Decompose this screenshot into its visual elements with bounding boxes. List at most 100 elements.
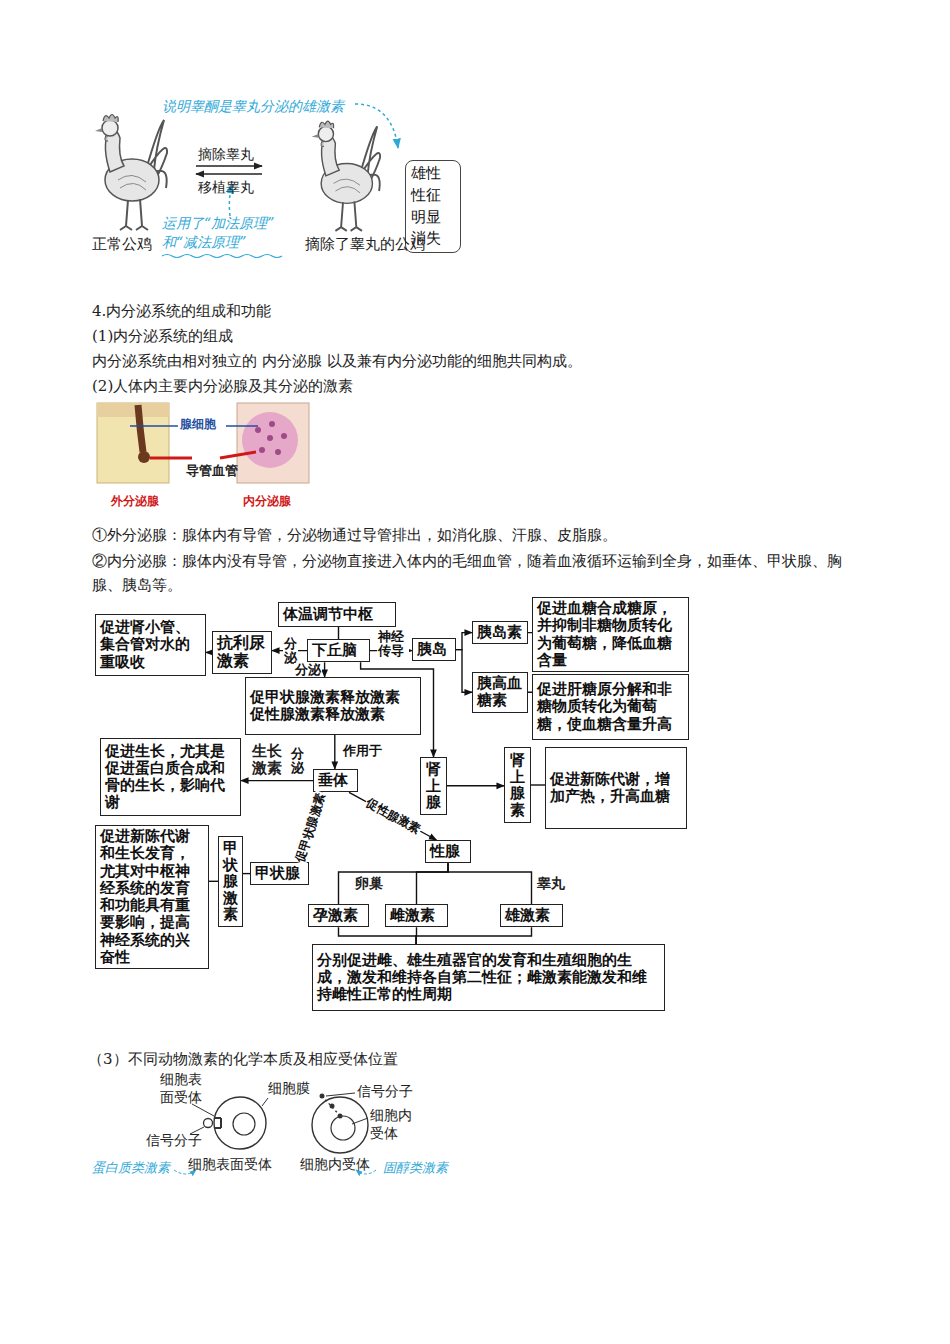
node-text: 胰岛素 <box>477 624 523 641</box>
node-text: 促进生长，尤其是促进蛋白质合成和骨的生长，影响代谢 <box>105 743 236 812</box>
part-label: 信号分子 <box>146 1132 202 1149</box>
subheading: (1)内分泌系统的组成 <box>92 326 233 348</box>
edge-label: 分泌 <box>290 747 305 776</box>
node-text: 促进肾小管、集合管对水的重吸收 <box>100 619 201 671</box>
node-text: 肾上腺素 <box>510 752 525 818</box>
branch-label: 卵巢 <box>355 875 383 892</box>
process-box: 垂体 <box>313 769 358 792</box>
connector <box>339 927 417 944</box>
connector <box>447 785 504 786</box>
section-heading: 4.内分泌系统的组成和功能 <box>92 301 271 323</box>
arrow-label: 摘除睾丸 <box>198 144 254 164</box>
connector <box>531 784 545 785</box>
connector <box>241 780 313 781</box>
process-box: 雌激素 <box>385 904 448 927</box>
node-text: 甲状腺 <box>255 865 304 882</box>
edge-label: 作用于 <box>342 744 383 758</box>
connector <box>417 863 449 904</box>
process-box: 促甲状腺激素释放激素促性腺激素释放激素 <box>245 677 421 735</box>
node-text: 雌激素 <box>390 907 443 924</box>
process-box: 孕激素 <box>308 904 369 927</box>
node-text: 分别促进雌、雄生殖器官的发育和生殖细胞的生成，激发和维持各自第二性征；雌激素能激… <box>317 952 660 1004</box>
note-text: 蛋白质类激素 <box>92 1160 170 1176</box>
node-text: 体温调节中枢 <box>283 606 391 623</box>
subheading: (2)人体内主要内分泌腺及其分泌的激素 <box>92 376 353 398</box>
part-label: 腺细胞 <box>180 417 216 431</box>
figure-caption: 摘除了睾丸的公鸡 <box>305 234 425 256</box>
body-text: ①外分泌腺：腺体内有导管，分泌物通过导管排出，如消化腺、汗腺、皮脂腺。 <box>92 525 872 547</box>
node-text: 甲状腺激素 <box>223 840 238 923</box>
connector <box>339 863 449 904</box>
part-label: 导管 <box>186 462 199 481</box>
branch-label: 睾丸 <box>537 875 565 892</box>
process-box: 胰岛 <box>412 638 456 661</box>
node-text: 胰岛 <box>417 641 451 658</box>
process-box: 胰高血糖素 <box>472 672 528 713</box>
process-box: 甲状腺 <box>250 862 309 885</box>
body-text: 内分泌系统由相对独立的 内分泌腺 以及兼有内分泌功能的细胞共同构成。 <box>92 351 792 373</box>
figure-caption: 正常公鸡 <box>92 234 152 256</box>
process-box: 性腺 <box>425 840 471 863</box>
vertical-box: 肾上腺 <box>420 757 447 815</box>
node-text: 促进肝糖原分解和非糖物质转化为葡萄糖，使血糖含量升高 <box>537 681 684 733</box>
process-box: 分别促进雌、雄生殖器官的发育和生殖细胞的生成，激发和维持各自第二性征；雌激素能激… <box>312 944 665 1011</box>
node-text: 促进血糖合成糖原，并抑制非糖物质转化为葡萄糖，降低血糖含量 <box>537 600 684 669</box>
process-box: 促进生长，尤其是促进蛋白质合成和骨的生长，影响代谢 <box>100 738 241 816</box>
process-box: 雄激素 <box>500 904 563 927</box>
process-box: 促进新陈代谢，增加产热，升高血糖 <box>545 747 687 829</box>
node-text: 肾上腺 <box>426 761 441 811</box>
node-text: 性腺 <box>430 843 466 860</box>
connector <box>456 633 472 650</box>
part-label: 细胞内受体 <box>370 1106 415 1142</box>
node-text: 孕激素 <box>313 907 364 924</box>
process-box: 促进血糖合成糖原，并抑制非糖物质转化为葡萄糖，降低血糖含量 <box>532 597 689 672</box>
note-text: 运用了“加法原理” 和“减法原理” <box>162 214 286 252</box>
node-text: 抗利尿激素 <box>217 634 267 671</box>
part-label: 信号分子 <box>357 1083 413 1100</box>
connector <box>456 650 472 693</box>
subheading: （3）不同动物激素的化学本质及相应受体位置 <box>88 1049 398 1071</box>
node-text: 垂体 <box>318 772 353 789</box>
figure-caption: 细胞内受体 <box>300 1156 370 1173</box>
arrow-label: 移植睾丸 <box>198 177 254 197</box>
process-box: 胰岛素 <box>472 621 528 644</box>
connector <box>416 927 531 944</box>
edge-label: 分泌 <box>294 663 322 677</box>
connector <box>324 662 325 677</box>
process-box: 促进肾小管、集合管对水的重吸收 <box>95 614 206 676</box>
edge-label: 促甲状腺激素 <box>294 790 329 865</box>
edge-label: 促性腺激素 <box>362 796 423 837</box>
process-box: 促进肝糖原分解和非糖物质转化为葡萄糖，使血糖含量升高 <box>532 674 689 740</box>
part-label: 血管 <box>212 462 225 481</box>
vertical-box: 肾上腺素 <box>504 747 531 823</box>
node-text: 促甲状腺激素释放激素 <box>250 689 416 706</box>
connector <box>243 873 250 874</box>
process-box: 促进新陈代谢和生长发育，尤其对中枢神经系统的发育和功能具有重要影响，提高神经系统… <box>95 825 209 969</box>
connector <box>209 881 218 882</box>
figure-caption: 内分泌腺 <box>243 494 291 508</box>
process-box: 下丘脑 <box>307 639 370 662</box>
node-text: 下丘脑 <box>312 642 365 659</box>
note-text: 固醇类激素 <box>383 1160 448 1176</box>
part-label: 细胞膜 <box>268 1078 282 1098</box>
figure-caption: 外分泌腺 <box>111 494 159 508</box>
process-box: 抗利尿激素 <box>212 631 272 674</box>
hormone-label: 生长激素 <box>252 743 285 776</box>
node-text: 雄激素 <box>505 907 558 924</box>
body-text: ②内分泌腺：腺体内没有导管，分泌物直接进入体内的毛细血管，随着血液循环运输到全身… <box>92 549 862 597</box>
edge-label: 神经传导 <box>377 630 409 659</box>
figure-caption: 细胞表面受体 <box>188 1156 272 1173</box>
note-text: 说明睾酮是睾丸分泌的雄激素 <box>162 96 344 116</box>
edge-label: 分泌 <box>283 637 298 666</box>
connector <box>334 735 335 769</box>
vertical-box: 甲状腺激素 <box>218 836 243 927</box>
node-text: 促进新陈代谢，增加产热，升高血糖 <box>550 771 682 806</box>
node-text: 促进新陈代谢和生长发育，尤其对中枢神经系统的发育和功能具有重要影响，提高神经系统… <box>100 828 204 966</box>
connector <box>448 863 532 904</box>
connector <box>338 627 339 639</box>
process-box: 体温调节中枢 <box>278 602 396 627</box>
node-text: 胰高血糖素 <box>477 675 523 710</box>
node-text: 促性腺激素释放激素 <box>250 706 416 723</box>
part-label: 细胞表面受体 <box>160 1070 205 1106</box>
